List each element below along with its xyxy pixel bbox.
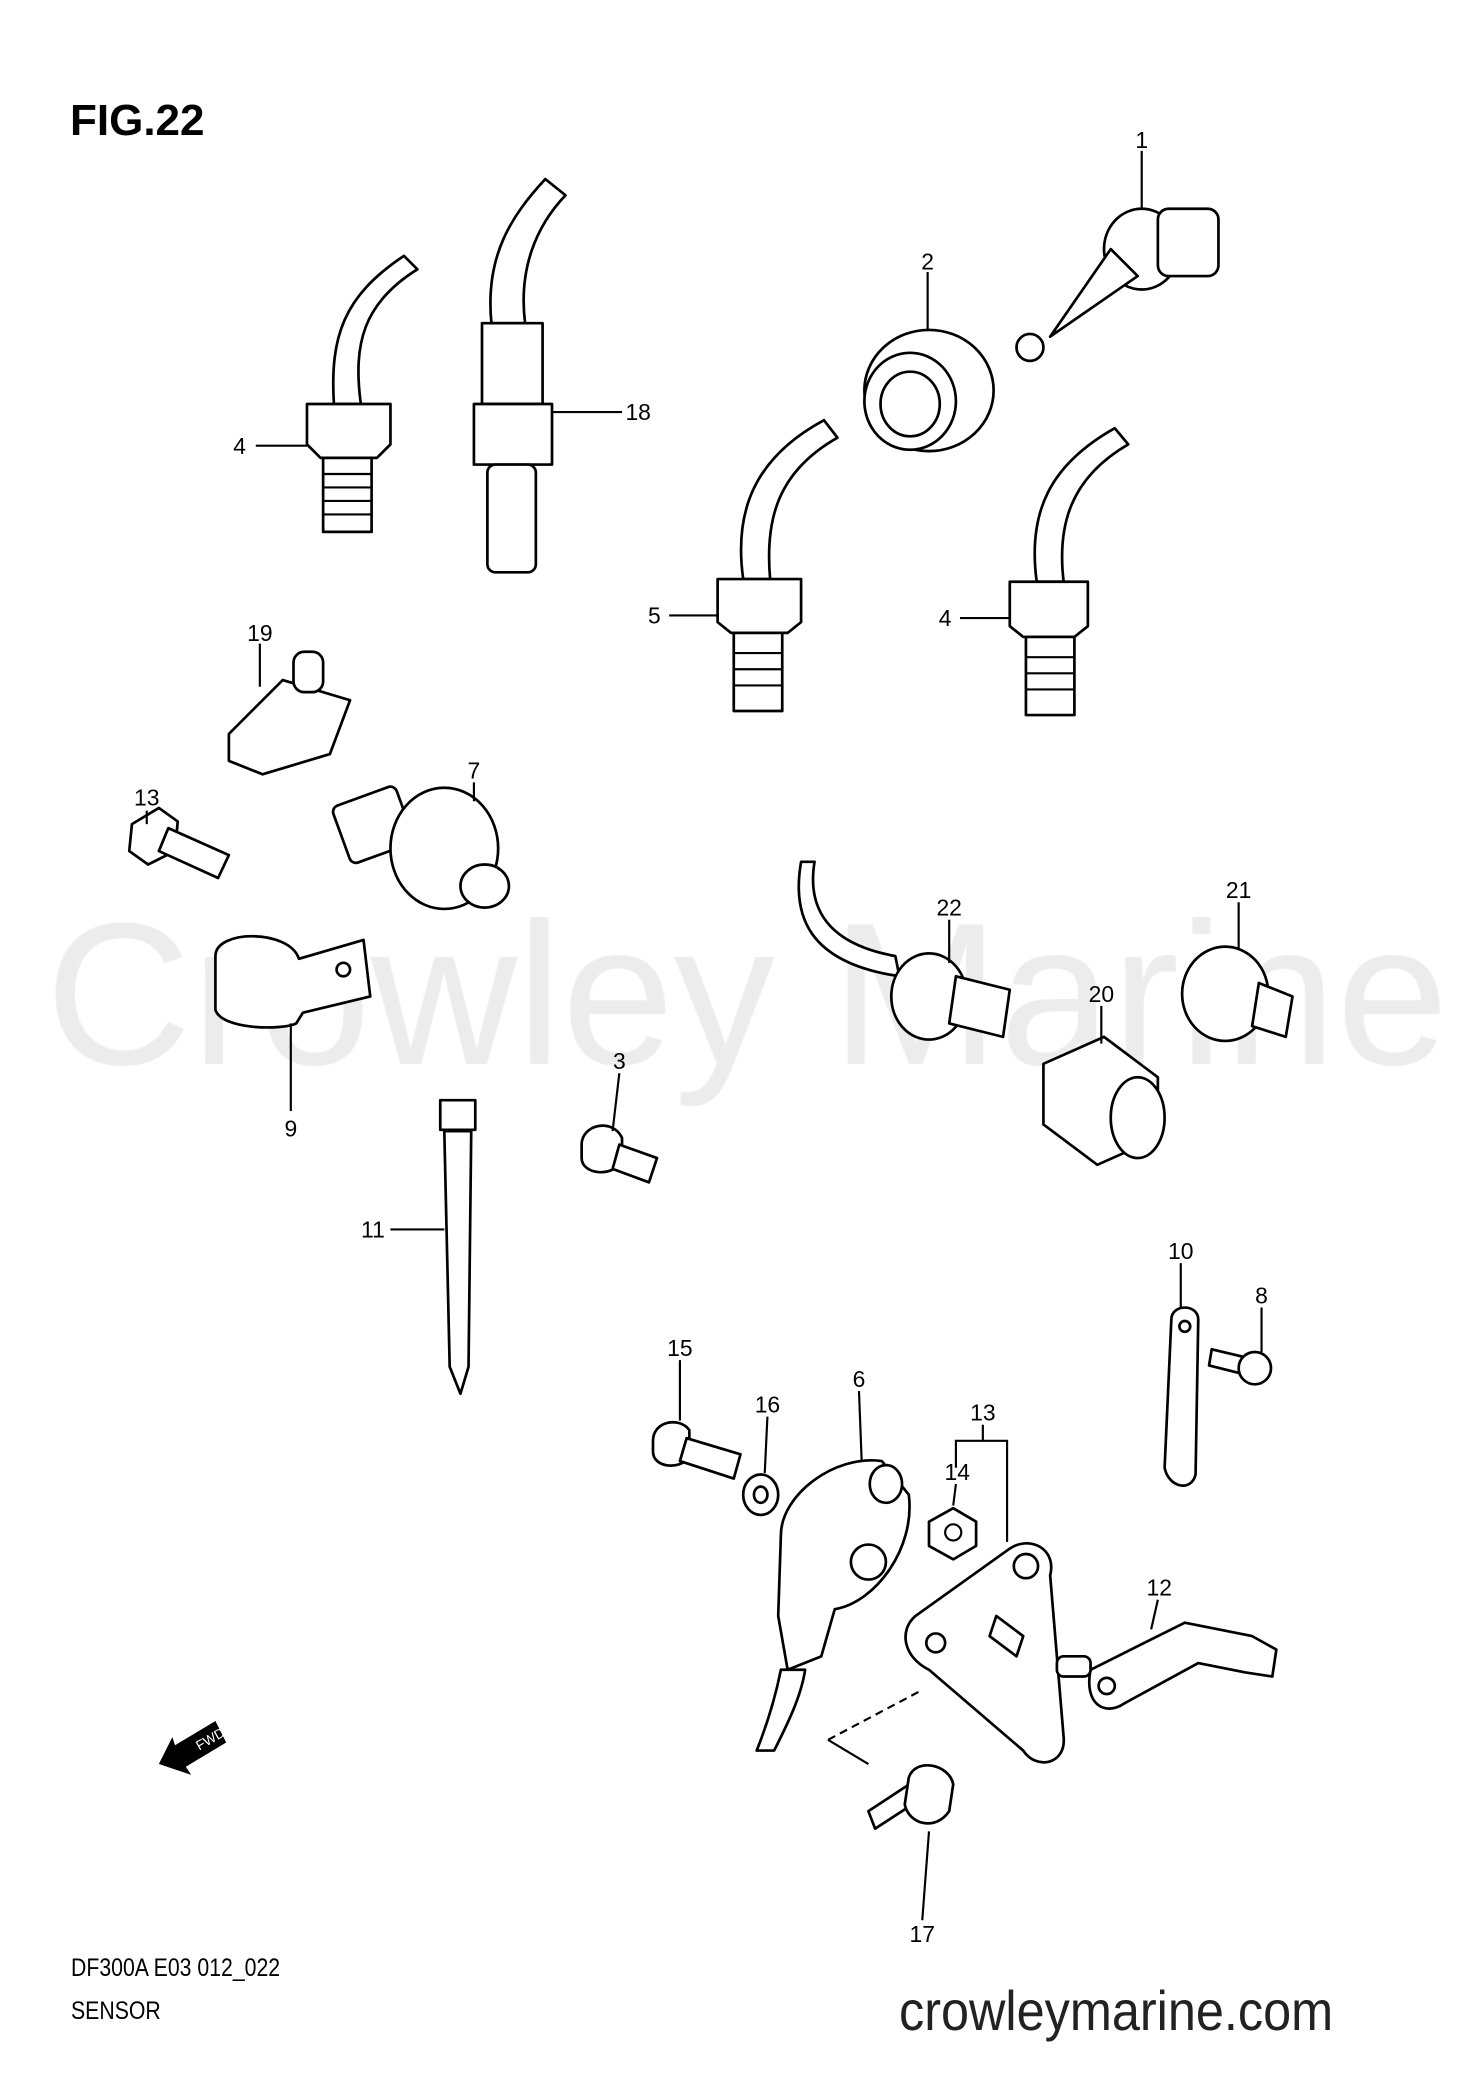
part-3-bolt: [580, 1124, 659, 1184]
part-11-cable-tie: [438, 1098, 477, 1396]
part-10-bracket: [1163, 1306, 1200, 1487]
callout-18: 18: [625, 399, 650, 425]
callout-2: 2: [921, 248, 934, 274]
callout-15: 15: [667, 1335, 692, 1361]
callout-22: 22: [936, 895, 961, 921]
part-13-bolt: [127, 806, 231, 880]
part-17-bolt: [867, 1764, 955, 1831]
callout-7: 7: [468, 757, 481, 783]
part-22-sensor: [797, 860, 1012, 1041]
callout-4: 4: [233, 433, 246, 459]
part-20-plug: [1042, 1035, 1166, 1167]
part-7-sensor: [331, 785, 511, 911]
callout-8: 8: [1255, 1283, 1268, 1309]
part-8-screw: [1207, 1347, 1273, 1386]
part-14-nut: [927, 1506, 978, 1561]
callout-13: 13: [970, 1400, 995, 1426]
part-16-washer: [741, 1473, 780, 1517]
part-2-grommet: [863, 328, 995, 453]
callout-6: 6: [853, 1366, 866, 1392]
callout-13: 13: [134, 784, 159, 810]
callout-16: 16: [755, 1392, 780, 1418]
part-15-bolt: [651, 1420, 742, 1480]
callout-5: 5: [648, 602, 661, 628]
callout-21: 21: [1226, 877, 1251, 903]
part-4-sensor-left: [305, 254, 419, 534]
callout-12: 12: [1146, 1575, 1171, 1601]
part-9-clamp: [214, 934, 372, 1029]
callout-9: 9: [284, 1116, 297, 1142]
callout-17: 17: [910, 1921, 935, 1947]
figure-title: FIG.22: [70, 96, 205, 145]
fwd-arrow-icon: FWD: [158, 1720, 228, 1775]
figure-name: SENSOR: [71, 1997, 161, 2025]
callout-19: 19: [247, 620, 272, 646]
part-19-clip: [227, 650, 352, 776]
part-13-lever: [904, 1542, 1065, 1764]
callout-1: 1: [1135, 127, 1148, 153]
part-6-sensor: [755, 1458, 911, 1752]
site-link[interactable]: crowleymarine.com: [899, 1979, 1334, 2042]
callout-14: 14: [945, 1459, 971, 1485]
callout-10: 10: [1168, 1238, 1193, 1264]
part-1-sensor: [1015, 207, 1220, 363]
part-12-link: [1055, 1621, 1278, 1710]
part-5-sensor: [716, 418, 839, 713]
callout-11: 11: [361, 1217, 385, 1243]
callout-3: 3: [613, 1048, 626, 1074]
callout-20: 20: [1089, 981, 1114, 1007]
figure-code: DF300A E03 012_022: [71, 1954, 281, 1982]
part-21-sensor: [1180, 945, 1294, 1043]
callout-4: 4: [939, 605, 952, 631]
part-18-sensor: [472, 177, 567, 574]
part-4-sensor-right: [1008, 426, 1130, 717]
